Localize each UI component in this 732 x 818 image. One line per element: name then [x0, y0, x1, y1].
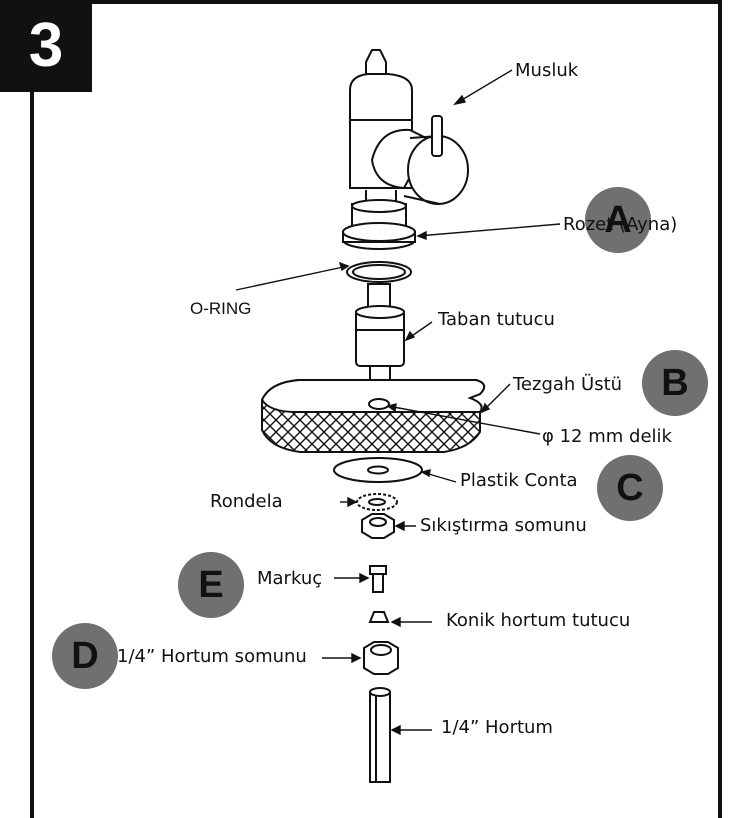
label-rozet: Rozet (Ayna): [563, 214, 678, 235]
badge-c: C: [597, 455, 663, 521]
leader-delik: [387, 405, 541, 435]
leader-musluk: [454, 69, 513, 105]
o-ring: [346, 261, 412, 283]
diagram-frame: [30, 0, 722, 818]
label-hortum: 1/4” Hortum: [441, 717, 553, 738]
markuc: [369, 565, 387, 593]
label-sikistirma-somunu: Sıkıştırma somunu: [420, 515, 587, 536]
label-konik-hortum-tutucu: Konik hortum tutucu: [446, 610, 631, 631]
label-delik: φ 12 mm delik: [542, 426, 672, 447]
leader-rozet: [417, 223, 561, 237]
plastik-conta: [333, 457, 423, 483]
label-markuc: Markuç: [257, 568, 323, 589]
label-hortum-somunu: 1/4” Hortum somunu: [117, 646, 307, 667]
label-rondela: Rondela: [210, 491, 283, 512]
konik-hortum-tutucu: [368, 611, 390, 623]
step-number: 3: [0, 0, 92, 92]
label-o-ring: O-RING: [190, 299, 252, 318]
label-taban-tutucu: Taban tutucu: [438, 309, 555, 330]
label-musluk: Musluk: [515, 60, 579, 81]
hortum-somunu: [363, 641, 399, 675]
badge-b: B: [642, 350, 708, 416]
label-plastik-conta: Plastik Conta: [460, 470, 578, 491]
faucet-handle: [370, 115, 469, 205]
sikistirma-somunu: [361, 513, 395, 539]
rondela: [356, 493, 398, 511]
hortum: [369, 687, 391, 783]
badge-d: D: [52, 623, 118, 689]
taban-tutucu: [355, 305, 405, 367]
badge-e: E: [178, 552, 244, 618]
rozet: [342, 199, 416, 250]
countertop: [260, 379, 486, 453]
label-tezgah-ustu: Tezgah Üstü: [513, 374, 623, 395]
badge-a: A: [585, 187, 651, 253]
leader-o-ring: [235, 265, 349, 291]
